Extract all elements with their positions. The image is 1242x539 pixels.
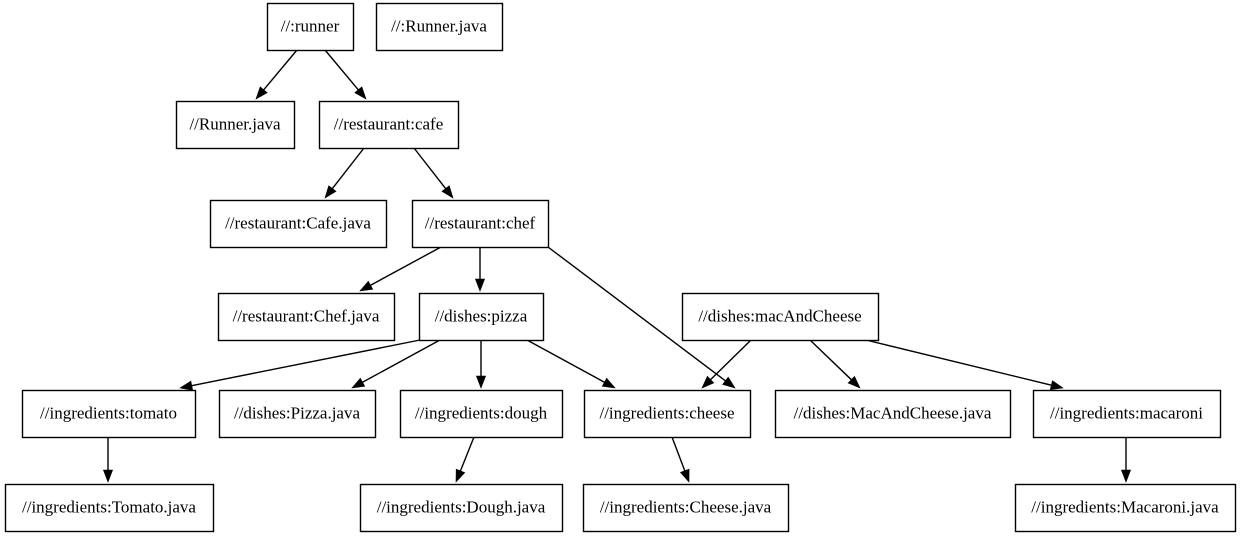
node-box[interactable] (266, 2, 355, 52)
arrowhead-icon (354, 86, 367, 100)
arrowhead-icon (722, 376, 736, 389)
node-label: //dishes:MacAndCheese.java (794, 403, 992, 422)
graph-node-root_runner_java[interactable]: //:Runner.java (375, 2, 504, 52)
node-label: //restaurant:cafe (334, 114, 444, 133)
node-box[interactable] (217, 292, 396, 342)
graph-node-cafe_java[interactable]: //restaurant:Cafe.java (209, 199, 388, 249)
graph-edge (547, 246, 736, 389)
node-box[interactable] (21, 389, 197, 439)
node-box[interactable] (582, 483, 790, 533)
graph-node-tomato_java[interactable]: //ingredients:Tomato.java (4, 483, 215, 533)
node-label: //ingredients:Macaroni.java (1031, 497, 1219, 516)
graph-edge (413, 147, 454, 199)
node-label: //restaurant:Chef.java (233, 306, 380, 325)
arrowhead-icon (1049, 380, 1064, 390)
graph-node-mac_and_cheese[interactable]: //dishes:macAndCheese (681, 292, 880, 342)
arrowhead-icon (102, 469, 114, 483)
node-box[interactable] (175, 100, 296, 150)
graph-node-cafe[interactable]: //restaurant:cafe (318, 100, 460, 150)
node-label: //dishes:Pizza.java (234, 403, 361, 422)
graph-node-dough[interactable]: //ingredients:dough (399, 389, 564, 439)
graph-node-cheese[interactable]: //ingredients:cheese (583, 389, 752, 439)
arrowhead-icon (679, 468, 690, 483)
node-box[interactable] (4, 483, 215, 533)
node-box[interactable] (375, 2, 504, 52)
nodes-layer: //:runner //:Runner.java //Runner.java //re… (4, 2, 1237, 533)
graph-edge (359, 246, 442, 292)
node-label: //ingredients:Cheese.java (600, 497, 772, 516)
arrowhead-icon (351, 377, 366, 389)
graph-node-chef_java[interactable]: //restaurant:Chef.java (217, 292, 396, 342)
arrowhead-icon (441, 185, 454, 199)
graph-edge (474, 247, 486, 292)
graph-node-chef[interactable]: //restaurant:chef (411, 199, 550, 249)
graph-node-runner[interactable]: //:runner (266, 2, 355, 52)
node-label: //dishes:pizza (435, 306, 528, 325)
graph-node-tomato[interactable]: //ingredients:tomato (21, 389, 197, 439)
node-label: //ingredients:Tomato.java (22, 497, 196, 516)
node-box[interactable] (318, 100, 460, 150)
graph-node-macaroni_java[interactable]: //ingredients:Macaroni.java (1014, 483, 1237, 533)
node-label: //:runner (281, 16, 340, 35)
node-label: //:Runner.java (391, 16, 487, 35)
node-box[interactable] (399, 389, 564, 439)
node-box[interactable] (418, 292, 545, 342)
node-label: //ingredients:tomato (40, 403, 177, 422)
graph-node-cheese_java[interactable]: //ingredients:Cheese.java (582, 483, 790, 533)
graph-node-runner_java[interactable]: //Runner.java (175, 100, 296, 150)
graph-edge (1120, 437, 1132, 483)
node-box[interactable] (583, 389, 752, 439)
edges-layer (102, 49, 1132, 483)
node-label: //ingredients:macaroni (1050, 403, 1203, 422)
node-box[interactable] (359, 483, 564, 533)
node-box[interactable] (681, 292, 880, 342)
node-box[interactable] (774, 389, 1012, 439)
graph-node-pizza_java[interactable]: //dishes:Pizza.java (218, 389, 377, 439)
graph-node-macaroni[interactable]: //ingredients:macaroni (1032, 389, 1222, 439)
arrowhead-icon (255, 86, 268, 100)
graph-edge (324, 49, 367, 100)
node-box[interactable] (1032, 389, 1222, 439)
arrowhead-icon (847, 375, 861, 389)
graph-edge (809, 339, 861, 389)
graph-edge (324, 147, 365, 199)
arrowhead-icon (475, 375, 487, 389)
graph-node-mac_java[interactable]: //dishes:MacAndCheese.java (774, 389, 1012, 439)
node-box[interactable] (209, 199, 388, 249)
arrowhead-icon (474, 278, 486, 292)
arrowhead-icon (701, 375, 715, 389)
graph-edge (255, 49, 298, 100)
node-label: //Runner.java (189, 114, 281, 133)
node-label: //dishes:macAndCheese (698, 306, 861, 325)
arrowhead-icon (359, 280, 374, 292)
graph-edge (455, 436, 475, 483)
graph-node-pizza[interactable]: //dishes:pizza (418, 292, 545, 342)
node-label: //restaurant:Cafe.java (225, 213, 371, 232)
node-label: //ingredients:dough (415, 403, 548, 422)
graph-edge (179, 339, 421, 391)
node-box[interactable] (1014, 483, 1237, 533)
node-label: //ingredients:cheese (599, 403, 734, 422)
arrowhead-icon (1120, 469, 1132, 483)
graph-edge (671, 436, 690, 483)
graph-edge (102, 437, 114, 483)
graph-edge (526, 339, 616, 389)
arrowhead-icon (601, 377, 616, 389)
arrowhead-icon (455, 468, 466, 483)
graph-edge (701, 339, 752, 389)
node-label: //ingredients:Dough.java (377, 497, 546, 516)
arrowhead-icon (179, 380, 194, 391)
node-box[interactable] (411, 199, 550, 249)
node-box[interactable] (218, 389, 377, 439)
graph-edge (475, 340, 487, 389)
arrowhead-icon (324, 185, 337, 199)
node-label: //restaurant:chef (425, 213, 536, 232)
graph-node-dough_java[interactable]: //ingredients:Dough.java (359, 483, 564, 533)
graph-edge (351, 339, 441, 389)
graph-edge (865, 339, 1064, 390)
